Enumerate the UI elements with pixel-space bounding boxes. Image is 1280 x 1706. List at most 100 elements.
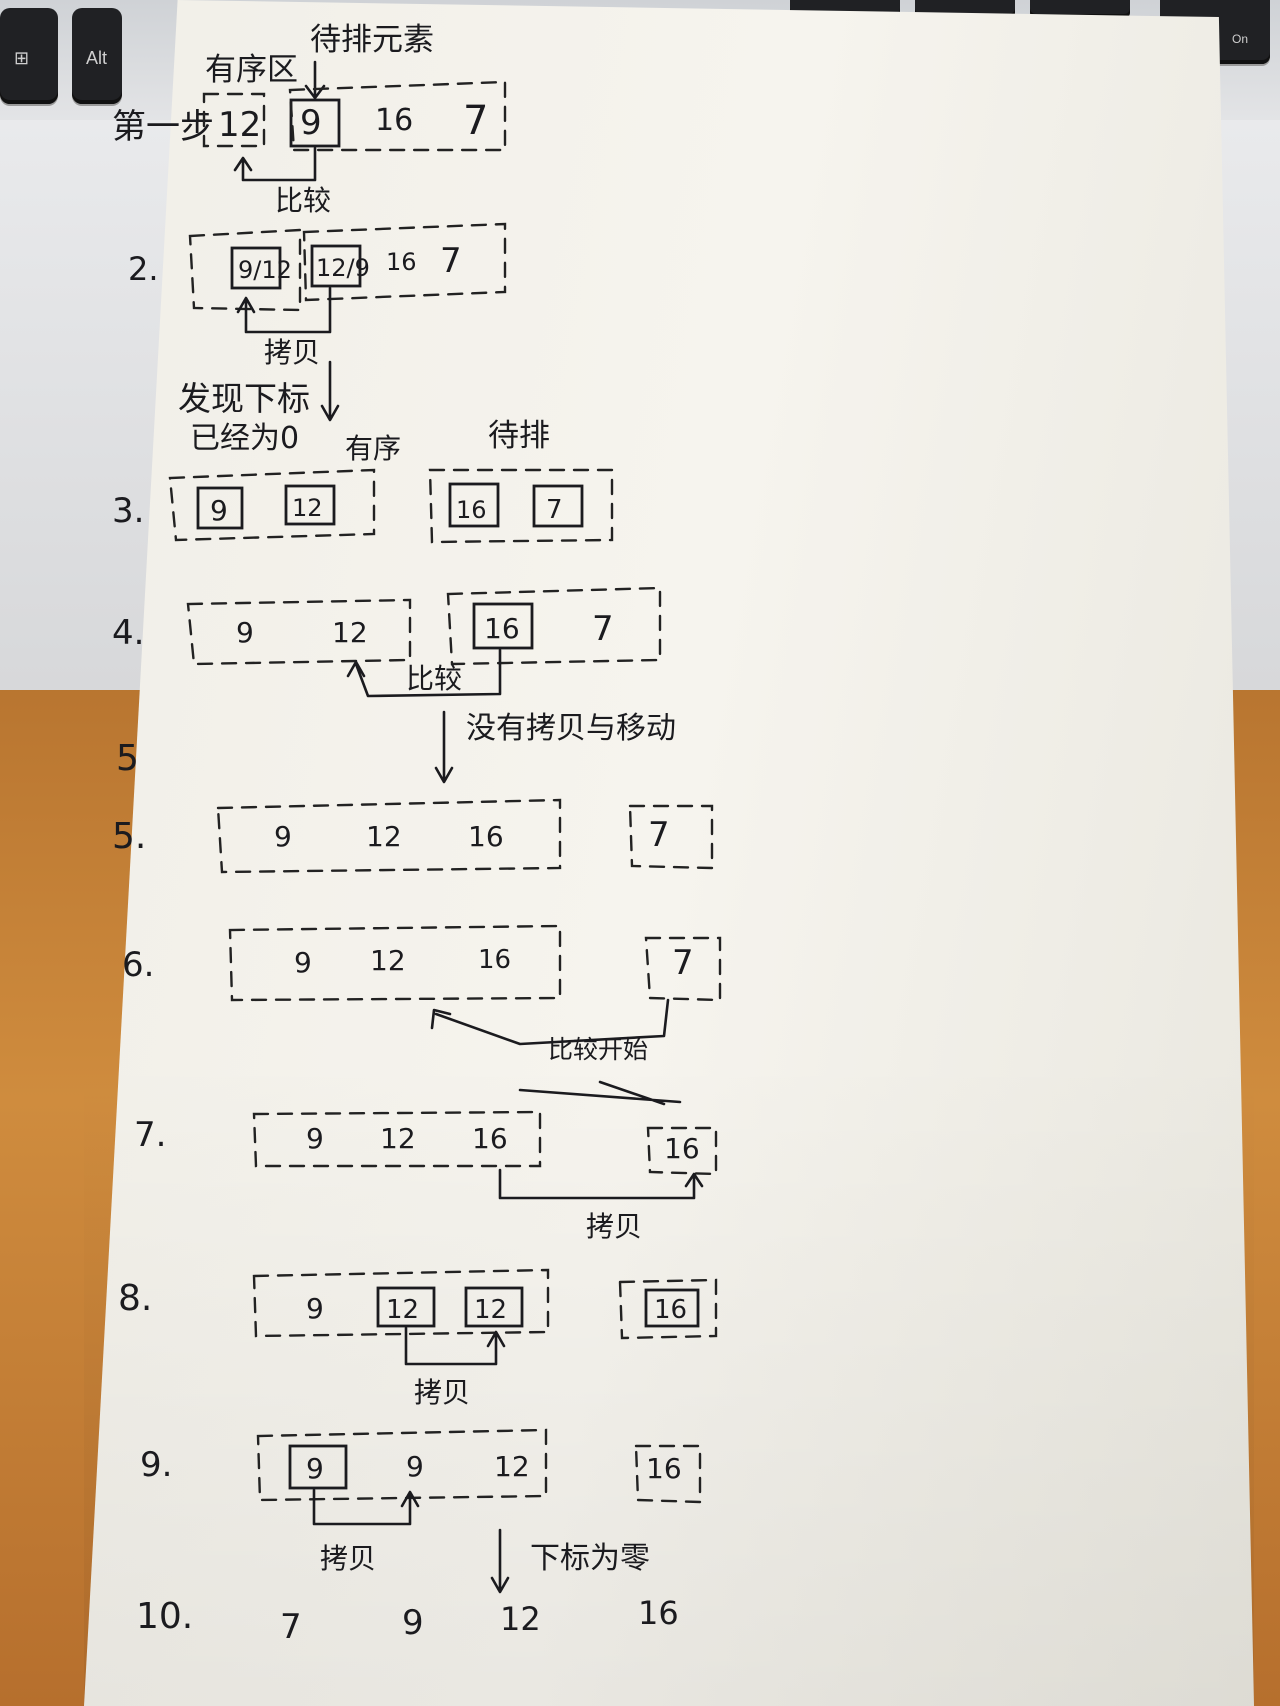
copy-arrow-icon: [498, 1168, 704, 1200]
svg-text:12: 12: [370, 944, 406, 977]
svg-text:16: 16: [478, 945, 511, 975]
step-note: 比较开始: [548, 1035, 648, 1064]
svg-text:12: 12: [474, 1295, 507, 1325]
svg-text:16: 16: [638, 1594, 679, 1632]
svg-text:16: 16: [375, 103, 413, 138]
sorted-zone-box: [252, 1268, 550, 1338]
step-2: 2. 9/12 12/9 16 7 拷贝 发现下标 已经为0: [128, 222, 507, 456]
svg-text:16: 16: [646, 1452, 682, 1485]
svg-text:12: 12: [500, 1600, 541, 1638]
step-label: 9.: [140, 1445, 172, 1485]
scribble-mark: [518, 1080, 682, 1106]
pending-box: [289, 98, 341, 148]
step-note: 拷贝: [586, 1210, 642, 1243]
sorted-zone-box: [256, 1428, 548, 1502]
sorted-zone-box: [228, 924, 562, 1002]
svg-text:9: 9: [294, 946, 312, 979]
step-5: 5. 9 12 16 7: [112, 798, 714, 874]
svg-text:7: 7: [648, 815, 670, 855]
svg-text:16: 16: [484, 612, 520, 645]
step-6: 6. 9 12 16 7 比较开始: [122, 924, 722, 1064]
svg-text:9: 9: [402, 1603, 424, 1643]
pending-zone-box: [446, 586, 662, 666]
pending-zone-box: [646, 1126, 718, 1176]
compare-arrow-icon: [233, 146, 317, 182]
svg-text:7: 7: [440, 241, 462, 281]
svg-text:12: 12: [494, 1450, 530, 1483]
svg-text:9: 9: [406, 1450, 424, 1483]
step-10: 10. 7 9 12 16: [136, 1594, 679, 1647]
pending-zone-box: [288, 80, 507, 152]
step-label: 6.: [122, 945, 154, 985]
step-label: 4.: [112, 613, 144, 653]
step-label: 7.: [134, 1115, 166, 1155]
svg-text:12: 12: [380, 1122, 416, 1155]
step-note: 拷贝: [320, 1542, 376, 1575]
svg-text:9: 9: [274, 820, 292, 853]
step-label: 8.: [118, 1278, 152, 1319]
svg-text:9: 9: [306, 1292, 324, 1325]
svg-text:12: 12: [366, 820, 402, 853]
copy-arrow-icon: [404, 1326, 506, 1366]
svg-text:7: 7: [592, 609, 614, 649]
sorted-zone-box: [202, 92, 266, 148]
step-7: 7. 9 12 16 16 拷贝: [134, 1080, 718, 1243]
step-note: 拷贝: [264, 336, 320, 369]
index-note-line-2: 已经为0: [190, 421, 299, 456]
windows-icon: ⊞: [14, 48, 30, 68]
step-label: 10.: [136, 1596, 193, 1637]
svg-text:9: 9: [236, 616, 254, 649]
index-note-line-1: 发现下标: [178, 379, 310, 418]
svg-text:9: 9: [306, 1452, 324, 1485]
svg-text:16: 16: [664, 1132, 700, 1165]
down-arrow-icon: [320, 360, 340, 422]
sorted-zone-box: [216, 798, 562, 874]
svg-text:9: 9: [300, 103, 322, 143]
step-4: 4. 9 12 16 7 比较 没有拷贝与移动 5: [112, 586, 676, 784]
svg-text:12: 12: [218, 105, 261, 145]
step-1: 第一步 有序区 待排元素 12 9 16 7 比较: [112, 22, 507, 217]
step-note: 比较: [275, 184, 331, 217]
copy-arrow-icon: [312, 1488, 420, 1526]
pending-zone-box: [618, 1278, 718, 1340]
step-label: 2.: [128, 250, 159, 288]
step-label: 5.: [112, 816, 146, 857]
step-label: 第一步: [112, 107, 214, 147]
svg-text:9: 9: [306, 1122, 324, 1155]
after-note: 没有拷贝与移动: [466, 711, 676, 746]
pending-zone-box: [302, 222, 507, 302]
compare-arrow-icon: [346, 648, 502, 698]
step-note: 比较: [406, 662, 462, 695]
after-note: 下标为零: [530, 1541, 650, 1576]
svg-text:16: 16: [386, 248, 417, 276]
svg-text:16: 16: [654, 1295, 687, 1325]
sorted-zone-label: 有序: [345, 432, 401, 465]
step-label: 3.: [112, 491, 144, 531]
svg-text:7: 7: [463, 98, 488, 144]
pending-element-label: 待排元素: [310, 22, 434, 58]
svg-text:7: 7: [546, 495, 563, 525]
svg-text:16: 16: [472, 1122, 508, 1155]
pending-zone-label: 待排: [488, 418, 550, 454]
step-9: 9. 9 9 12 16 拷贝 下标为零: [140, 1428, 702, 1594]
sorted-zone-box: [168, 468, 376, 542]
pending-zone-box: [628, 804, 714, 870]
compare-start-arrow-icon: [430, 998, 670, 1046]
svg-text:7: 7: [672, 943, 694, 983]
step-note: 拷贝: [414, 1376, 470, 1409]
alt-key: Alt: [72, 8, 122, 104]
windows-key: ⊞: [0, 8, 58, 104]
sorted-zone-box: [188, 228, 302, 312]
down-arrow-icon: [434, 710, 454, 784]
down-arrow-icon: [490, 1528, 510, 1594]
sorted-zone-label: 有序区: [205, 52, 298, 88]
svg-text:12: 12: [332, 616, 368, 649]
crossed-step-mark: 5: [116, 738, 139, 779]
svg-text:7: 7: [280, 1607, 302, 1647]
svg-text:16: 16: [456, 496, 487, 524]
sorted-zone-box: [186, 598, 412, 666]
step-3: 3. 有序 待排 9 12 16 7: [112, 418, 614, 544]
arrow-key: [1030, 0, 1130, 18]
svg-text:9: 9: [210, 494, 228, 527]
